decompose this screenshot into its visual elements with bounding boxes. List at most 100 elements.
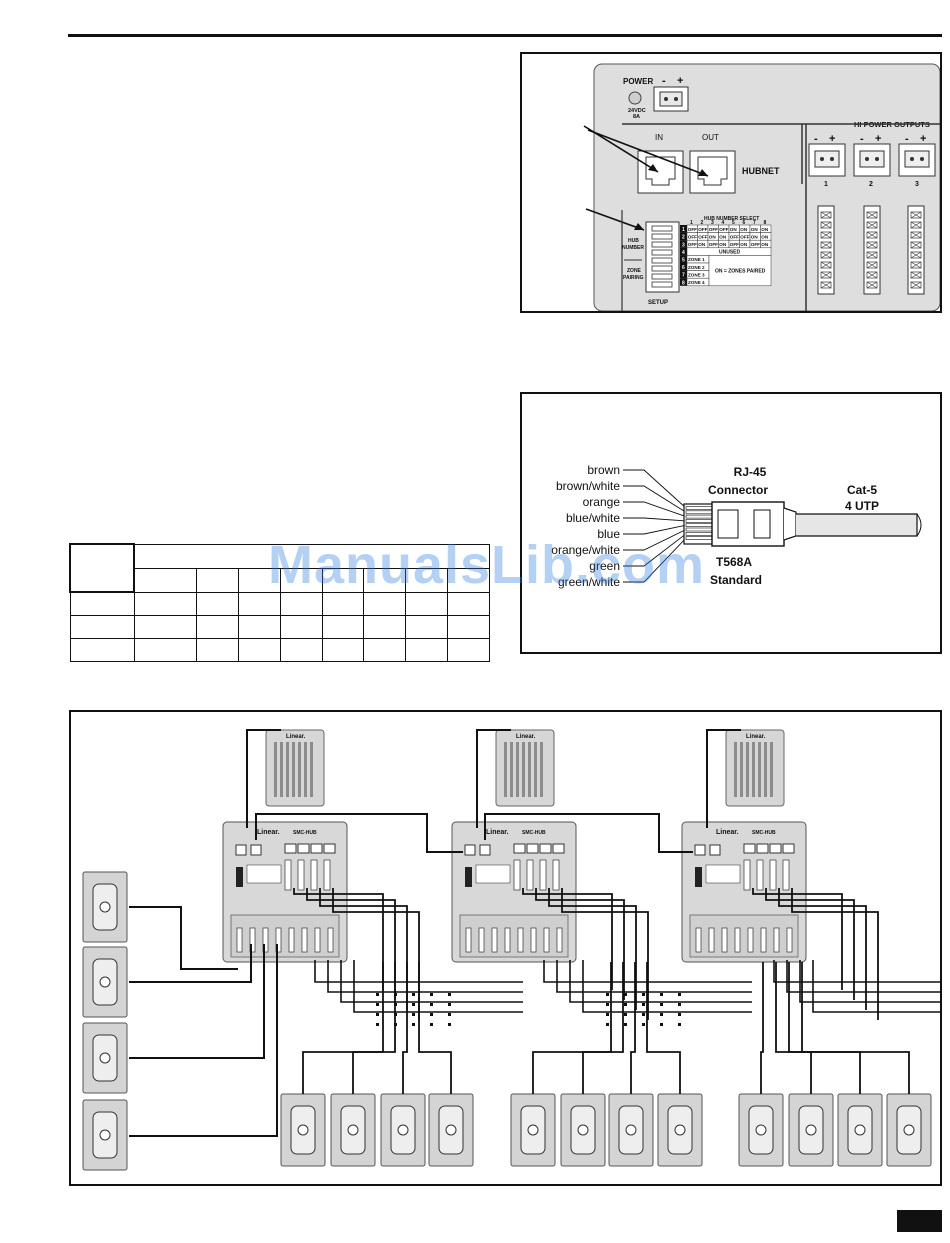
zone-label: ZONE 1: [688, 257, 705, 262]
terminal-strips: [817, 205, 925, 295]
dip-arrow: [585, 208, 645, 231]
svg-text:+: +: [920, 133, 926, 145]
select-cell: ON: [740, 242, 748, 247]
zone-label: ZONE 4: [688, 280, 705, 285]
svg-text:Linear.: Linear.: [286, 734, 306, 740]
keypad: [380, 1093, 426, 1167]
svg-text:1: 1: [682, 227, 685, 233]
wire-leader: [623, 485, 687, 513]
zone-pairing-label-2: PAIRING: [623, 275, 644, 281]
select-cell: ON: [740, 227, 748, 232]
svg-text:3: 3: [682, 242, 685, 248]
hub-panel-figure: POWER - + 24VDC 8A IN OUT HUBNET HI POWE…: [520, 52, 942, 313]
select-cell: OFF: [730, 242, 739, 247]
keypad: [738, 1093, 784, 1167]
svg-text:Linear.: Linear.: [746, 734, 766, 740]
select-col-header: 5: [732, 220, 735, 226]
select-cell: ON: [709, 234, 717, 239]
wiring-diagram: Linear. Linear. Linear. Linear. SMC-HUB Linea…: [69, 710, 950, 1186]
power-rating-1: 24VDC: [628, 108, 646, 114]
keypad: [510, 1093, 556, 1167]
keypad: [330, 1093, 376, 1167]
keypad: [886, 1093, 932, 1167]
select-cell: OFF: [709, 242, 718, 247]
setup-label: SETUP: [648, 300, 668, 306]
terminal-strip-ticks: [820, 211, 922, 289]
power-minus: -: [662, 75, 666, 87]
wire-leader: [623, 533, 687, 567]
dip-switch-levers: [651, 225, 673, 288]
unused-label: UNUSED: [719, 250, 741, 256]
svg-text:2: 2: [682, 235, 685, 241]
keypad: [788, 1093, 834, 1167]
zone-table-span-header: [133, 543, 490, 569]
header-rule: [68, 34, 942, 37]
smc-hub: Linear. SMC-HUB: [222, 821, 348, 963]
power-rating-2: 8A: [633, 114, 640, 120]
wire-label: orange/white: [551, 543, 620, 557]
hub-brand: Linear.: [716, 829, 739, 836]
wire-label: brown/white: [556, 479, 620, 493]
wire-label: green: [589, 559, 620, 573]
smc-hub: Linear.SMC-HUB: [451, 821, 577, 963]
power-supply: Linear.: [265, 729, 325, 807]
select-cell: OFF: [688, 227, 697, 232]
svg-text:-: -: [905, 133, 909, 145]
svg-text:7: 7: [682, 273, 685, 279]
svg-text:2: 2: [869, 181, 873, 188]
keypad: [82, 1022, 128, 1094]
cable-title-2: 4 UTP: [845, 499, 879, 513]
select-col-header: 8: [764, 220, 767, 226]
zone-pairing-label-1: ZONE: [627, 268, 642, 274]
cat5-cable: [796, 513, 918, 537]
select-col-header: 1: [690, 220, 693, 226]
keypad: [837, 1093, 883, 1167]
svg-text:6: 6: [682, 265, 685, 271]
select-cell: OFF: [751, 242, 760, 247]
select-cell: OFF: [719, 227, 728, 232]
standard-2: Standard: [710, 573, 762, 587]
standard-1: T568A: [716, 555, 752, 569]
hub-panel-svg: POWER - + 24VDC 8A IN OUT HUBNET HI POWE…: [583, 63, 941, 312]
table-row: [69, 615, 490, 639]
select-cell: ON: [761, 234, 769, 239]
zone-label: ZONE 3: [688, 272, 705, 277]
select-cell: ON: [698, 242, 706, 247]
out-arrow: [587, 129, 709, 177]
select-cell: OFF: [709, 227, 718, 232]
wire-label: blue/white: [566, 511, 620, 525]
select-cell: OFF: [698, 234, 707, 239]
wire-leader: [623, 517, 687, 522]
select-cell: ON: [761, 227, 769, 232]
select-col-header: 2: [701, 220, 704, 226]
select-cell: ON: [751, 234, 759, 239]
wire-leader: [623, 501, 687, 518]
hub-brand: Linear.: [257, 829, 280, 836]
select-cell: ON: [730, 227, 738, 232]
hub-number-select-label: HUB NUMBER SELECT: [704, 216, 759, 222]
zone-label: ZONE 2: [688, 265, 705, 270]
power-supply: Linear.: [725, 729, 785, 807]
hub-model: SMC-HUB: [752, 830, 776, 836]
keypad: [82, 946, 128, 1018]
svg-text:5: 5: [682, 258, 685, 264]
wire-leader: [623, 469, 687, 509]
zones-paired-note: ON = ZONES PAIRED: [715, 269, 766, 275]
svg-text:4: 4: [682, 250, 685, 256]
hub-number-label-2: NUMBER: [622, 245, 644, 251]
svg-text:1: 1: [824, 181, 828, 188]
svg-text:+: +: [829, 133, 835, 145]
wire-color-labels: brownbrown/whiteorangeblue/whiteblueoran…: [551, 463, 687, 589]
power-led: [628, 91, 642, 105]
keypad: [82, 871, 128, 943]
watermark: ManualsLib.com: [268, 535, 706, 595]
keypad: [280, 1093, 326, 1167]
hi-power-output-1: -+ 1: [808, 133, 846, 188]
smc-hub: Linear. SMC-HUB: [681, 821, 807, 963]
power-supply: Linear.: [495, 729, 555, 807]
select-cell: OFF: [730, 234, 739, 239]
cable-title-1: Cat-5: [847, 483, 877, 497]
hub-model: SMC-HUB: [293, 830, 317, 836]
svg-text:8: 8: [682, 280, 685, 286]
